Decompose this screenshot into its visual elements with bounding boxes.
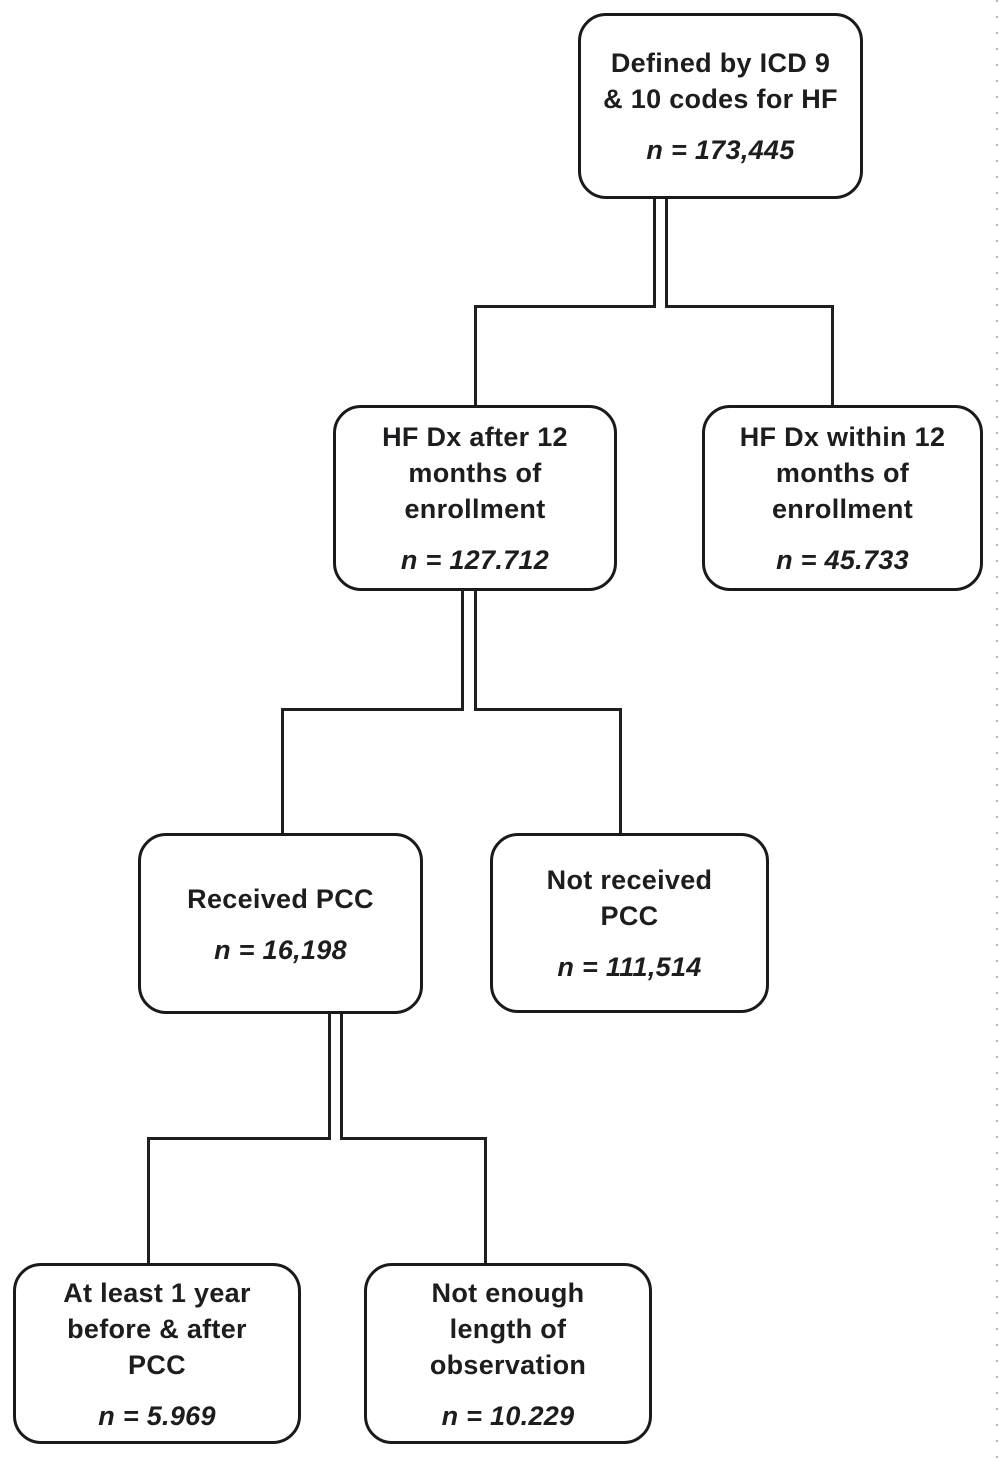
connector-l1-h-right xyxy=(665,305,834,308)
page-edge-dotted-line xyxy=(996,0,998,1464)
connector-l3-stem-left xyxy=(328,1013,331,1140)
box-label: Received PCC xyxy=(187,883,374,914)
box-n-count: n = 45.733 xyxy=(776,545,909,575)
box-n-count: n = 173,445 xyxy=(646,135,795,165)
box-label: Not enough length of observation xyxy=(429,1277,587,1380)
flow-box-not-enough-observation: Not enough length of observation n = 10.… xyxy=(364,1263,652,1444)
connector-l3-h-right xyxy=(340,1137,487,1140)
connector-l1-drop-right xyxy=(831,305,834,405)
flow-box-hf-dx-within-12m: HF Dx within 12 months of enrollment n =… xyxy=(702,405,983,591)
connector-l1-stem-left xyxy=(653,199,656,308)
box-label: Not received PCC xyxy=(546,865,713,931)
box-label: At least 1 year before & after PCC xyxy=(63,1277,251,1380)
connector-l3-h-left xyxy=(147,1137,331,1140)
connector-l3-drop-right xyxy=(484,1137,487,1263)
connector-l3-stem-right xyxy=(340,1013,343,1140)
connector-l2-stem-right xyxy=(474,590,477,711)
connector-l1-stem-right xyxy=(665,199,668,308)
box-n-count: n = 5.969 xyxy=(98,1400,216,1431)
connector-l1-drop-left xyxy=(474,305,477,405)
flow-box-hf-dx-after-12m: HF Dx after 12 months of enrollment n = … xyxy=(333,405,617,591)
flow-box-icd-hf: Defined by ICD 9 & 10 codes for HF n = 1… xyxy=(578,13,863,199)
box-n-count: n = 127.712 xyxy=(400,545,550,575)
box-label: HF Dx after 12 months of enrollment xyxy=(382,422,568,524)
box-n-count: n = 16,198 xyxy=(214,934,347,965)
connector-l2-stem-left xyxy=(461,590,464,711)
box-label: HF Dx within 12 months of enrollment xyxy=(739,422,946,524)
box-n-count: n = 10.229 xyxy=(441,1400,575,1431)
connector-l2-drop-left xyxy=(281,708,284,833)
flow-box-not-received-pcc: Not received PCC n = 111,514 xyxy=(490,833,769,1013)
connector-l2-h-left xyxy=(281,708,464,711)
flow-box-1yr-before-after-pcc: At least 1 year before & after PCC n = 5… xyxy=(13,1263,301,1444)
connector-l1-h-left xyxy=(474,305,656,308)
flow-box-received-pcc: Received PCC n = 16,198 xyxy=(138,833,423,1014)
box-label: Defined by ICD 9 & 10 codes for HF xyxy=(603,48,838,114)
box-n-count: n = 111,514 xyxy=(557,952,702,982)
connector-l2-h-right xyxy=(474,708,622,711)
connector-l2-drop-right xyxy=(619,708,622,833)
connector-l3-drop-left xyxy=(147,1137,150,1263)
